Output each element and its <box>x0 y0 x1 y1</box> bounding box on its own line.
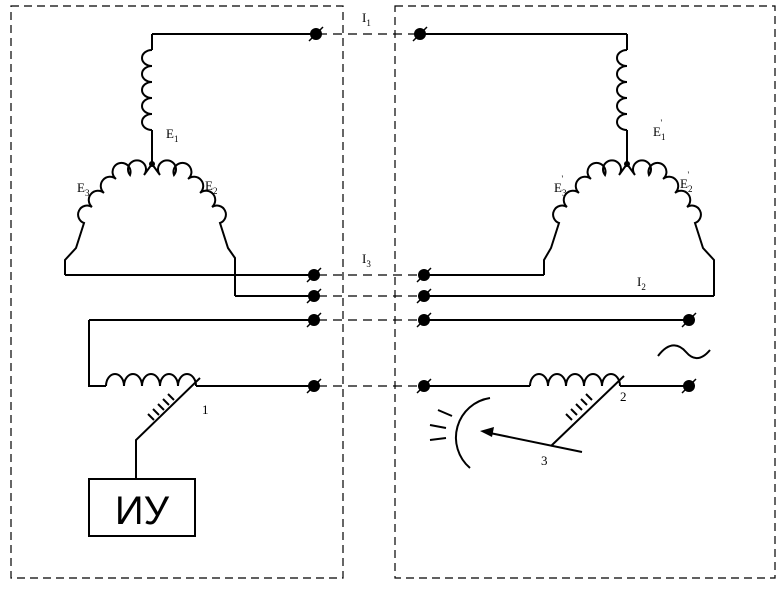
scale-ticks <box>429 409 453 441</box>
scale-icon <box>454 397 491 469</box>
shaft-hatch-1 <box>147 393 175 421</box>
rotor-coil-2 <box>529 373 689 387</box>
pointer-arrow-icon <box>480 427 494 437</box>
label-n1: 1 <box>202 402 209 417</box>
shaft-1 <box>135 377 201 478</box>
right-rotor-winding <box>543 34 715 296</box>
terminal-icon <box>681 378 697 394</box>
label-I3: I3 <box>362 251 371 269</box>
terminal-icon <box>412 26 428 42</box>
device-iu-label: ИУ <box>115 489 170 533</box>
terminal-icon <box>416 288 432 304</box>
terminal-icon <box>308 26 324 42</box>
pointer-line <box>484 431 583 453</box>
label-E3: E3 <box>77 180 90 198</box>
label-E1: E1 <box>166 126 178 144</box>
terminal-icon <box>306 312 322 328</box>
label-n3: 3 <box>541 453 548 468</box>
label-E1-prime: E1' <box>653 118 665 142</box>
label-n2: 2 <box>620 389 627 404</box>
terminals <box>306 26 697 394</box>
terminal-icon <box>681 312 697 328</box>
label-I1: I1 <box>362 10 371 28</box>
shaft-hatch-2 <box>565 393 593 421</box>
label-E2: E2 <box>205 178 217 196</box>
label-E3-prime: E3' <box>554 174 567 198</box>
wire-rotor-loop <box>88 320 106 387</box>
terminal-icon <box>416 312 432 328</box>
terminal-icon <box>416 378 432 394</box>
terminal-icon <box>306 378 322 394</box>
terminal-icon <box>306 288 322 304</box>
right-panel <box>394 5 776 579</box>
terminal-icon <box>416 267 432 283</box>
rotor-coil-1 <box>105 373 314 387</box>
left-rotor-winding <box>64 34 236 296</box>
label-I2: I2 <box>637 274 646 292</box>
ac-tilde-icon <box>657 344 711 360</box>
shaft-2 <box>550 375 625 447</box>
left-panel <box>10 5 344 579</box>
terminal-icon <box>306 267 322 283</box>
label-E2-prime: E2' <box>680 170 692 194</box>
device-iu-box <box>88 478 196 537</box>
